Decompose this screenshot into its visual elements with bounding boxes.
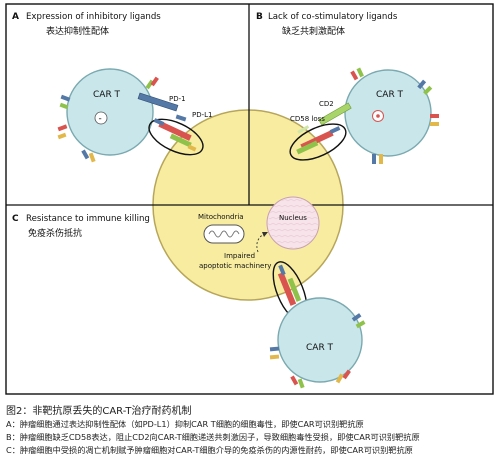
nucleus-label: Nucleus — [279, 214, 307, 222]
synapse-outline-a — [148, 118, 204, 156]
car-receptor-c — [277, 272, 297, 306]
pd1-receptor — [137, 92, 179, 112]
surface-receptors-b — [350, 67, 439, 164]
surface-receptors-c — [269, 313, 366, 389]
car-t-cell-c — [277, 297, 363, 383]
figure-canvas: A Expression of inhibitory ligands 表达抑制性… — [5, 3, 494, 395]
pdl1-label: PD-L1 — [192, 111, 213, 119]
signal-arrow-head — [262, 232, 268, 237]
mitochondria-label: Mitochondria — [198, 213, 244, 221]
panel-a-title-zh: 表达抑制性配体 — [46, 25, 109, 37]
figure-caption-line-b: B：肿瘤细胞缺乏CD58表达，阻止CD2向CAR-T细胞递送共刺激因子，导致细胞… — [6, 432, 420, 442]
antigen-a — [169, 133, 192, 148]
panel-a: A Expression of inhibitory ligands 表达抑制性… — [12, 12, 213, 163]
machinery-label-2: apoptotic machinery — [199, 262, 271, 270]
tcr-a — [153, 118, 165, 126]
cd2-receptor — [318, 102, 352, 126]
panel-b-letter: B — [256, 12, 263, 22]
figure-caption-line-c: C：肿瘤细胞中受损的凋亡机制赋予肿瘤细胞对CAR-T细胞介导的免疫杀伤的内源性耐… — [6, 445, 413, 455]
panel-c-letter: C — [12, 214, 19, 224]
panel-c: C Resistance to immune killing 免疫杀伤抵抗 Mi… — [12, 196, 366, 389]
panel-c-title-en: Resistance to immune killing — [26, 214, 150, 224]
pd1-label: PD-1 — [169, 95, 186, 103]
inhibition-sign-circle — [94, 111, 108, 125]
nucleus-texture — [268, 198, 318, 248]
activation-core — [376, 114, 380, 118]
inhibition-sign: - — [99, 114, 102, 124]
car-t-label-b: CAR T — [376, 90, 404, 100]
antigen-c — [287, 277, 302, 302]
car-t-label-a: CAR T — [93, 90, 121, 100]
tcr-c — [278, 264, 286, 276]
cd58-loss-label: CD58 loss — [290, 115, 325, 123]
panel-b-title-zh: 缺乏共刺激配体 — [282, 25, 345, 37]
panel-b: B Lack of co-stimulatory ligands 缺乏共刺激配体… — [256, 12, 439, 164]
figure-caption-line-a: A：肿瘤细胞通过表达抑制性配体（如PD-L1）抑制CAR T细胞的细胞毒性，即使… — [6, 419, 364, 429]
ligand-yellow-a — [187, 144, 197, 152]
tcr-b — [329, 126, 341, 134]
panel-b-title-en: Lack of co-stimulatory ligands — [268, 12, 398, 22]
synapse-outline-b — [289, 123, 347, 161]
signal-arrow — [256, 233, 265, 253]
panel-a-letter: A — [12, 12, 19, 22]
car-t-label-c: CAR T — [306, 343, 334, 353]
cd2-label: CD2 — [319, 100, 334, 108]
figure-caption-title: 图2：非靶抗原丢失的CAR-T治疗耐药机制 — [6, 406, 192, 417]
machinery-label-1: Impaired — [224, 252, 255, 260]
panel-a-title-en: Expression of inhibitory ligands — [26, 12, 161, 22]
pdl1-ligand — [175, 114, 187, 122]
surface-receptors-a — [57, 76, 159, 163]
antigen-b — [296, 140, 319, 155]
mitochondria-icon — [203, 224, 245, 244]
cd58-stub — [297, 125, 310, 134]
car-t-cell-a — [66, 68, 154, 156]
panel-c-title-zh: 免疫杀伤抵抗 — [28, 227, 82, 239]
car-t-cell-b — [344, 69, 432, 157]
car-receptor-a — [158, 121, 192, 141]
